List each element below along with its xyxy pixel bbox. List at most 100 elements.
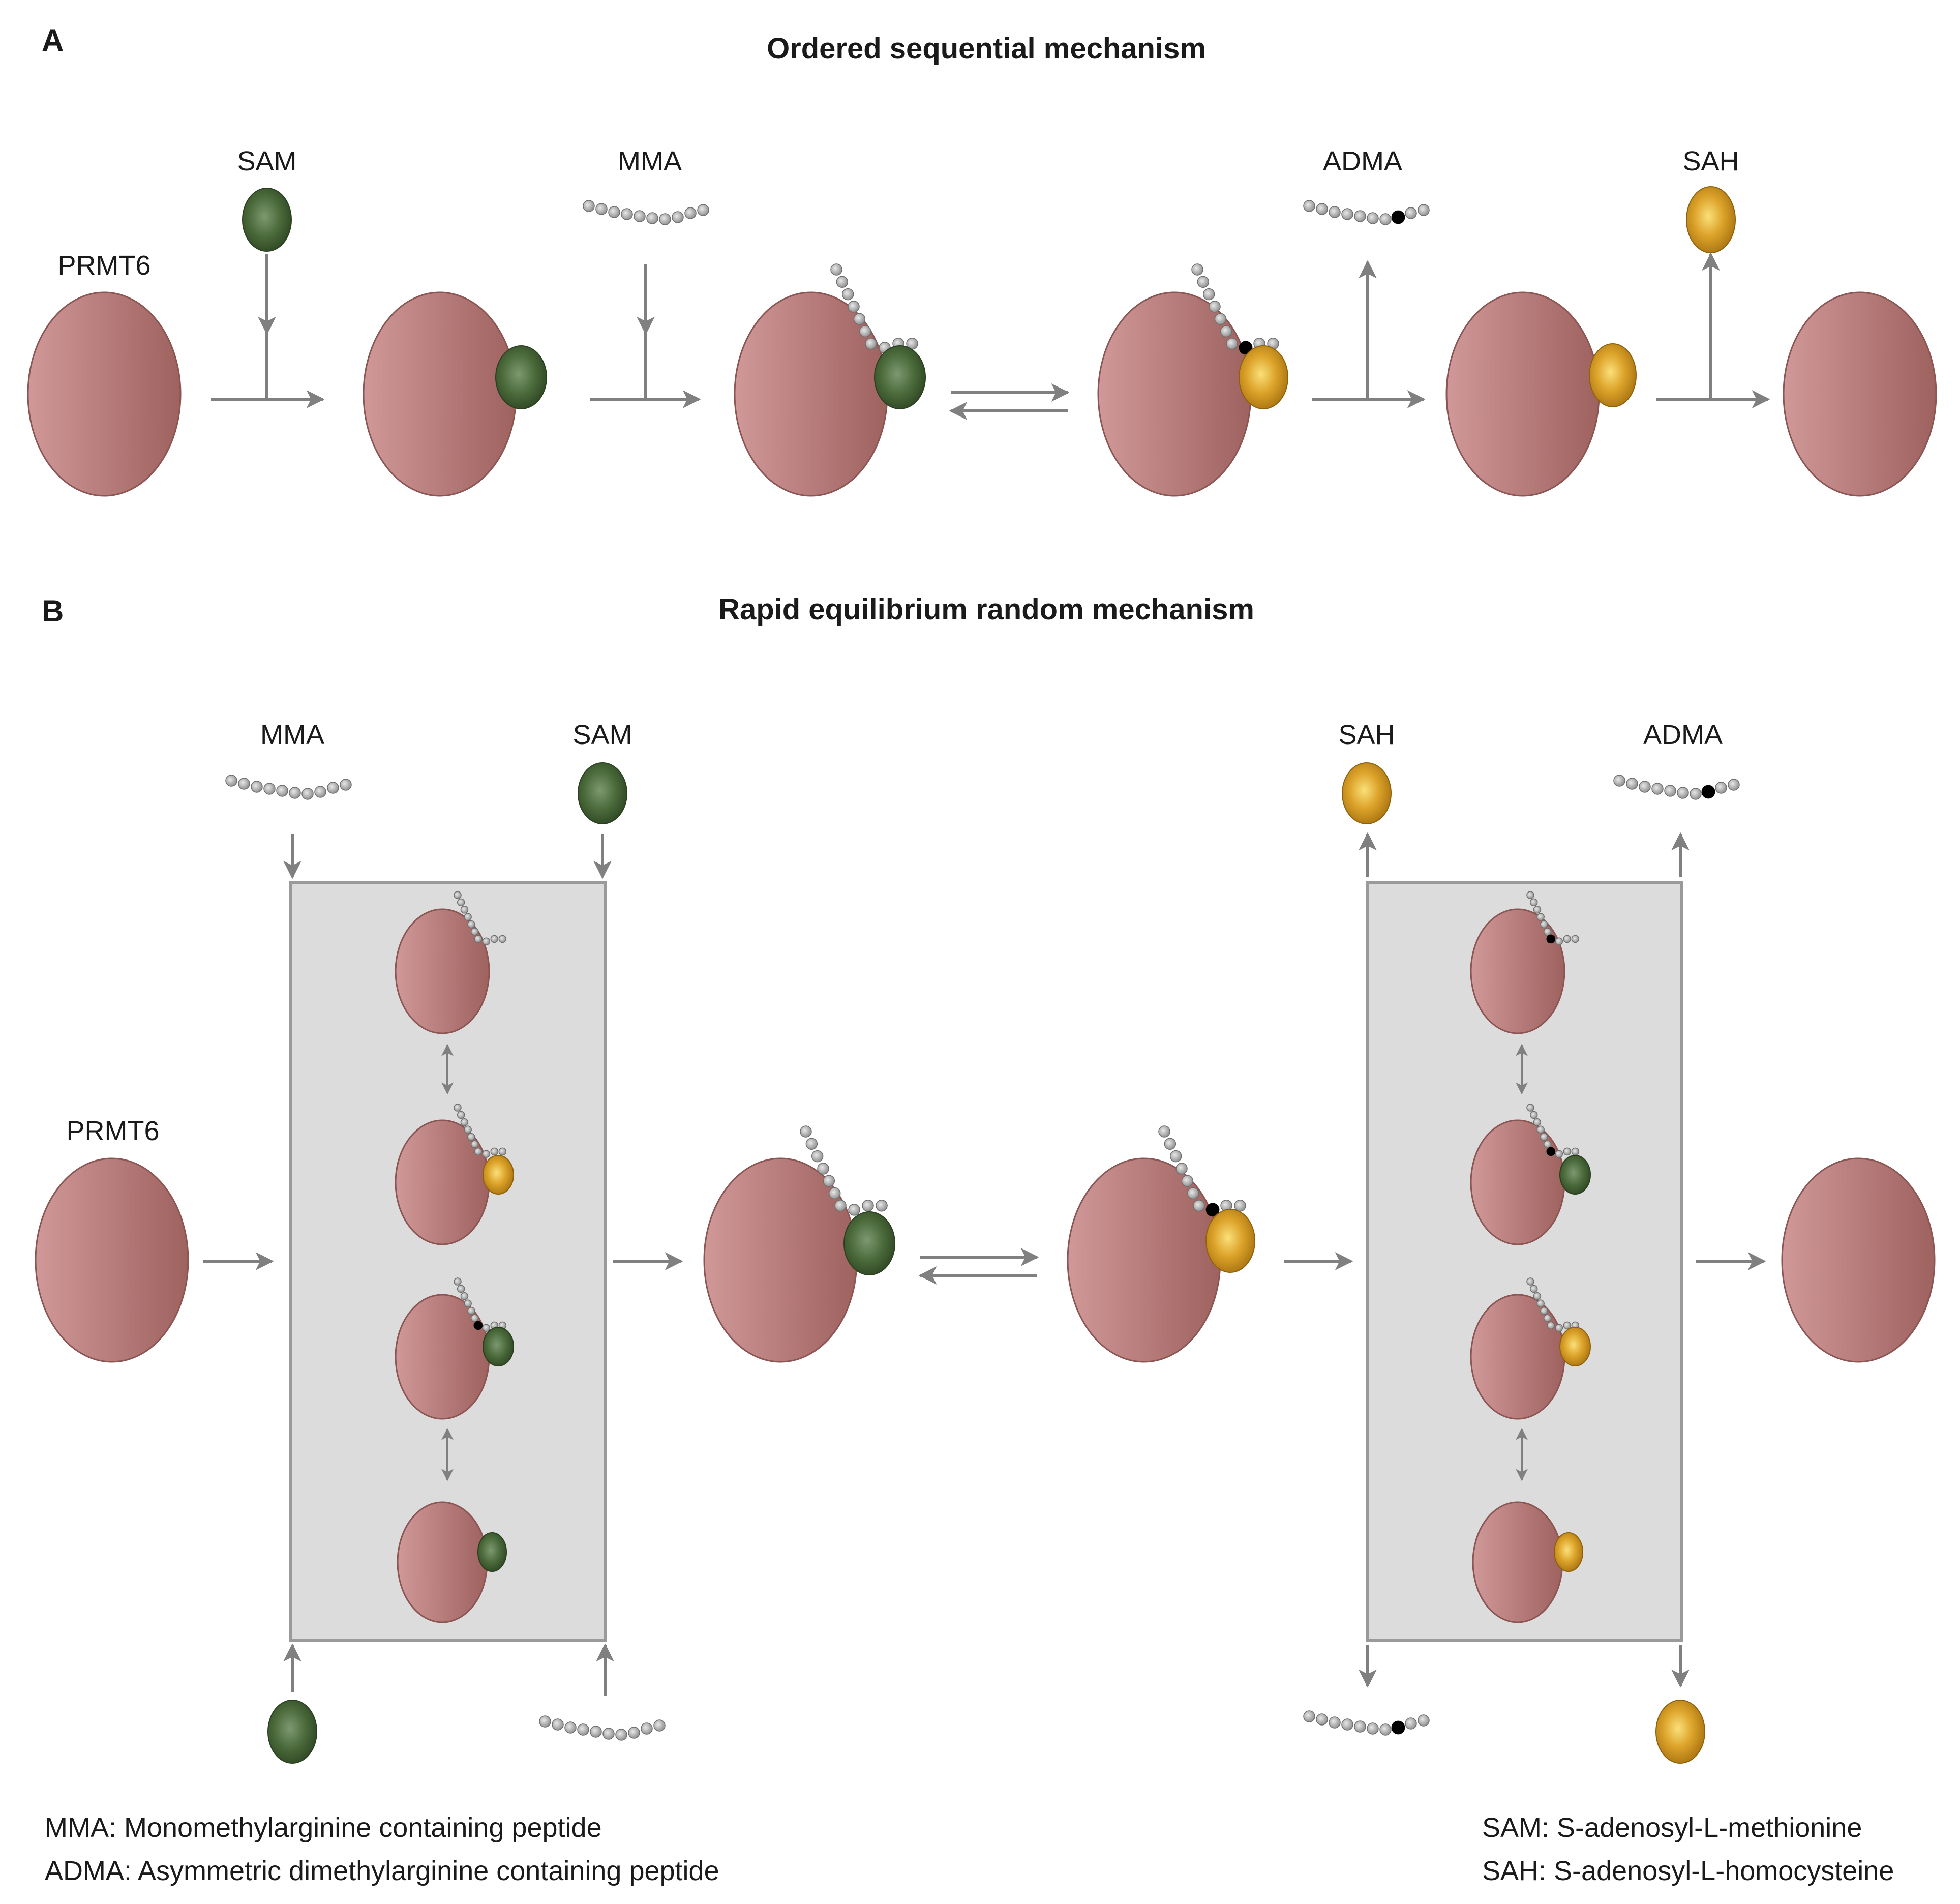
prmt6-enzyme: [1097, 291, 1252, 497]
peptide-bead: [460, 906, 469, 914]
peptide-bead: [454, 891, 462, 899]
peptide-bead: [672, 211, 684, 223]
peptide-bead: [1175, 1163, 1188, 1175]
panel-b-letter: B: [42, 594, 64, 628]
peptide-bead: [1354, 210, 1366, 222]
peptide-bead: [1354, 1720, 1366, 1733]
panel-b-mma-label: MMA: [260, 720, 324, 750]
prmt6-enzyme: [1470, 1119, 1565, 1245]
peptide-bead: [634, 210, 646, 222]
prmt6-enzyme: [1445, 291, 1600, 497]
peptide-bead: [470, 1314, 479, 1322]
peptide-bead: [464, 913, 472, 921]
peptide-bead: [1329, 1716, 1341, 1729]
diagram-graphics: [27, 186, 1937, 1764]
peptide-bead: [1540, 920, 1548, 929]
peptide-bead: [467, 920, 475, 929]
peptide-bead: [646, 212, 658, 224]
peptide-bead: [1181, 1175, 1194, 1187]
prmt6-enzyme: [397, 1501, 488, 1623]
peptide-bead: [460, 1292, 469, 1300]
peptide-bead: [1405, 1717, 1417, 1730]
panel-a-adma-label: ADMA: [1323, 146, 1402, 176]
peptide-bead: [1677, 787, 1689, 799]
peptide-bead: [276, 785, 288, 797]
peptide-bead: [841, 288, 854, 301]
methyl-bead: [1546, 1147, 1556, 1156]
sah-molecule: [1342, 762, 1392, 824]
sah-molecule: [1655, 1700, 1705, 1764]
peptide-bead: [1303, 200, 1315, 212]
sam-molecule: [477, 1532, 507, 1572]
peptide-bead: [1613, 775, 1625, 787]
peptide-bead: [823, 1175, 835, 1187]
peptide-bead: [828, 1187, 841, 1200]
peptide-bead: [1533, 1292, 1542, 1300]
prmt6-enzyme: [363, 291, 517, 497]
peptide-bead: [1547, 1321, 1555, 1330]
legend-adma: ADMA: Asymmetric dimethylarginine contai…: [45, 1856, 719, 1886]
peptide-bead: [301, 788, 314, 800]
peptide-bead: [1533, 1118, 1542, 1126]
methyl-bead: [1391, 1720, 1405, 1735]
peptide-bead: [577, 1723, 589, 1736]
peptide-bead: [1639, 781, 1651, 793]
peptide-bead: [1367, 1722, 1379, 1735]
peptide-bead: [1690, 788, 1702, 800]
peptide-bead: [340, 779, 352, 791]
peptide-bead: [1418, 1714, 1430, 1727]
peptide-bead: [859, 325, 871, 338]
peptide-bead: [464, 1125, 472, 1134]
peptide-bead: [1728, 779, 1740, 791]
panel-a-letter: A: [42, 23, 64, 57]
methyl-bead: [1546, 934, 1556, 944]
peptide-bead: [1191, 263, 1203, 276]
peptide-bead: [470, 928, 479, 936]
panel-a-prmt6-label: PRMT6: [57, 250, 150, 281]
peptide-bead: [1187, 1187, 1199, 1200]
sah-molecule: [1686, 186, 1736, 253]
peptide-bead: [457, 898, 465, 907]
peptide-bead: [862, 1200, 874, 1212]
peptide-bead: [482, 1324, 491, 1332]
peptide-bead: [482, 1150, 491, 1158]
peptide-bead: [1651, 783, 1664, 795]
peptide-bead: [836, 276, 849, 288]
peptide-bead: [1540, 1133, 1548, 1141]
peptide-bead: [482, 937, 491, 945]
peptide-bead: [1555, 937, 1563, 945]
peptide-bead: [608, 206, 620, 218]
peptide-bead: [1571, 935, 1580, 943]
sam-molecule: [874, 345, 926, 409]
peptide-bead: [454, 1277, 462, 1286]
peptide-bead: [1367, 212, 1379, 224]
sam-molecule: [495, 345, 547, 409]
peptide-bead: [1202, 288, 1215, 301]
peptide-bead: [817, 1163, 829, 1175]
peptide-bead: [314, 786, 326, 798]
peptide-bead: [1303, 1710, 1315, 1722]
panel-b-sah-label: SAH: [1338, 720, 1395, 750]
peptide-bead: [289, 787, 301, 799]
peptide-bead: [800, 1125, 812, 1138]
peptide-bead: [615, 1729, 627, 1741]
sam-molecule: [843, 1211, 895, 1275]
peptide-bead: [1540, 1306, 1548, 1315]
peptide-bead: [834, 1200, 847, 1212]
peptide-bead: [1316, 1713, 1328, 1726]
sah-molecule: [1559, 1327, 1591, 1366]
peptide-bead: [1626, 778, 1638, 790]
peptide-bead: [1543, 1140, 1552, 1148]
peptide-bead: [1529, 1285, 1538, 1293]
peptide-bead: [1563, 1147, 1572, 1156]
peptide-bead: [470, 1140, 479, 1148]
prmt6-enzyme: [27, 291, 182, 497]
peptide-bead: [474, 1147, 483, 1156]
peptide-bead: [467, 1306, 475, 1315]
peptide-bead: [1563, 935, 1572, 943]
peptide-bead: [552, 1718, 564, 1731]
peptide-bead: [498, 1147, 507, 1156]
prmt6-enzyme: [1067, 1157, 1221, 1363]
sam-molecule: [242, 188, 292, 252]
